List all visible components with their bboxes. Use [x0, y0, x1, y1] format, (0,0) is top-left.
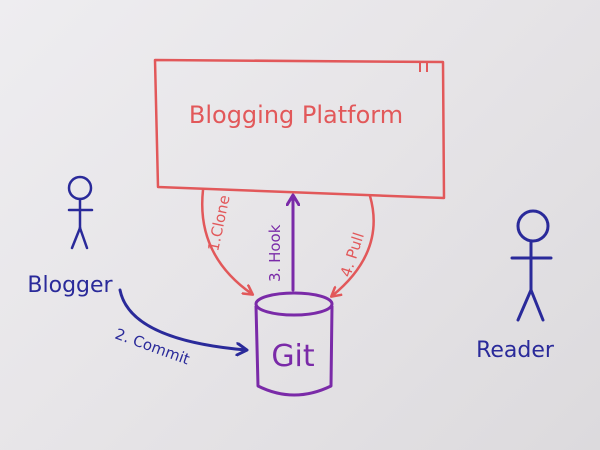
git-label: Git: [271, 339, 315, 374]
git-node: Git: [254, 291, 334, 397]
commit-label: 2. Commit: [113, 325, 193, 369]
hook-label: 3. Hook: [266, 224, 284, 282]
platform-box: [153, 58, 446, 200]
pull-arrow: [332, 194, 375, 296]
pull-label: 4. Pull: [337, 230, 368, 279]
commit-arrow: [118, 288, 246, 350]
reader-head: [516, 209, 550, 243]
platform-label: Blogging Platform: [189, 101, 403, 129]
clone-label: 1.Clone: [204, 193, 233, 252]
clone-arrow: [201, 188, 252, 294]
reader-label: Reader: [476, 338, 555, 363]
reader-figure: [510, 209, 553, 322]
blogger-label: Blogger: [27, 273, 113, 298]
platform-node: Blogging Platform: [153, 58, 446, 200]
blogger-head: [67, 175, 93, 201]
git-cylinder-body: [254, 305, 334, 397]
blogger-figure: [67, 175, 94, 250]
git-cylinder-top: [254, 291, 334, 317]
